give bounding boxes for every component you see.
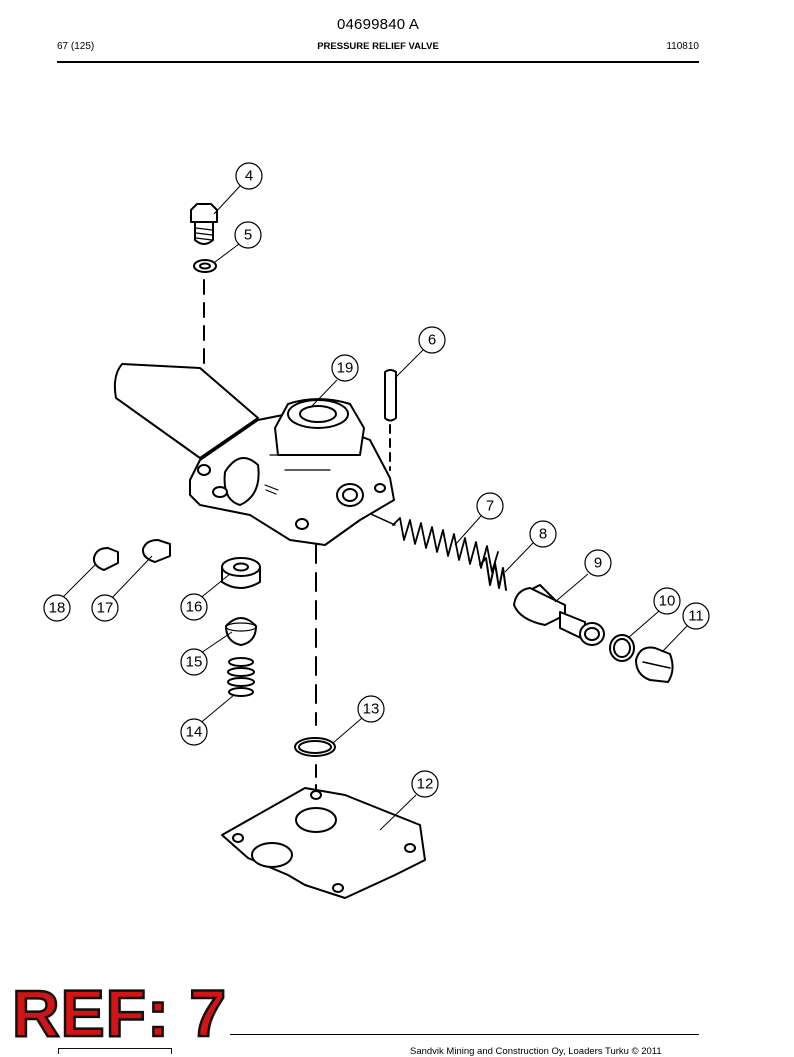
callout-label: 13 (363, 701, 380, 718)
sandvik-logo (58, 1048, 172, 1054)
header-rule (57, 61, 699, 63)
callout-label: 19 (337, 360, 354, 377)
callout-label: 17 (97, 600, 114, 617)
callout-label: 15 (186, 654, 203, 671)
callout-label: 14 (186, 724, 203, 741)
document-number: 04699840 A (336, 16, 420, 33)
footer-copyright: Sandvik Mining and Construction Oy, Load… (410, 1046, 662, 1057)
callout-label: 18 (49, 600, 66, 617)
reference-stamp: REF: 7 (11, 976, 228, 1050)
callout-label: 5 (244, 227, 252, 244)
callout-label: 11 (688, 608, 704, 625)
page-title: PRESSURE RELIEF VALVE (317, 41, 439, 52)
callout-label: 16 (186, 599, 203, 616)
callout-label: 8 (539, 526, 547, 543)
document-code: 110810 (666, 41, 699, 52)
callout-label: 4 (245, 168, 253, 185)
callout-label: 10 (659, 593, 676, 610)
callout-label: 9 (594, 555, 602, 572)
part-piston (513, 584, 605, 646)
part-gasket (221, 787, 426, 899)
page-number: 67 (125) (57, 41, 95, 52)
part-valve-body (113, 363, 395, 546)
part-bolt (190, 203, 218, 245)
footer-rule (230, 1034, 699, 1035)
callout-label: 12 (417, 776, 434, 793)
callout-label: 6 (428, 332, 436, 349)
part-spring-seat (479, 557, 507, 591)
callout-label: 7 (486, 498, 494, 515)
